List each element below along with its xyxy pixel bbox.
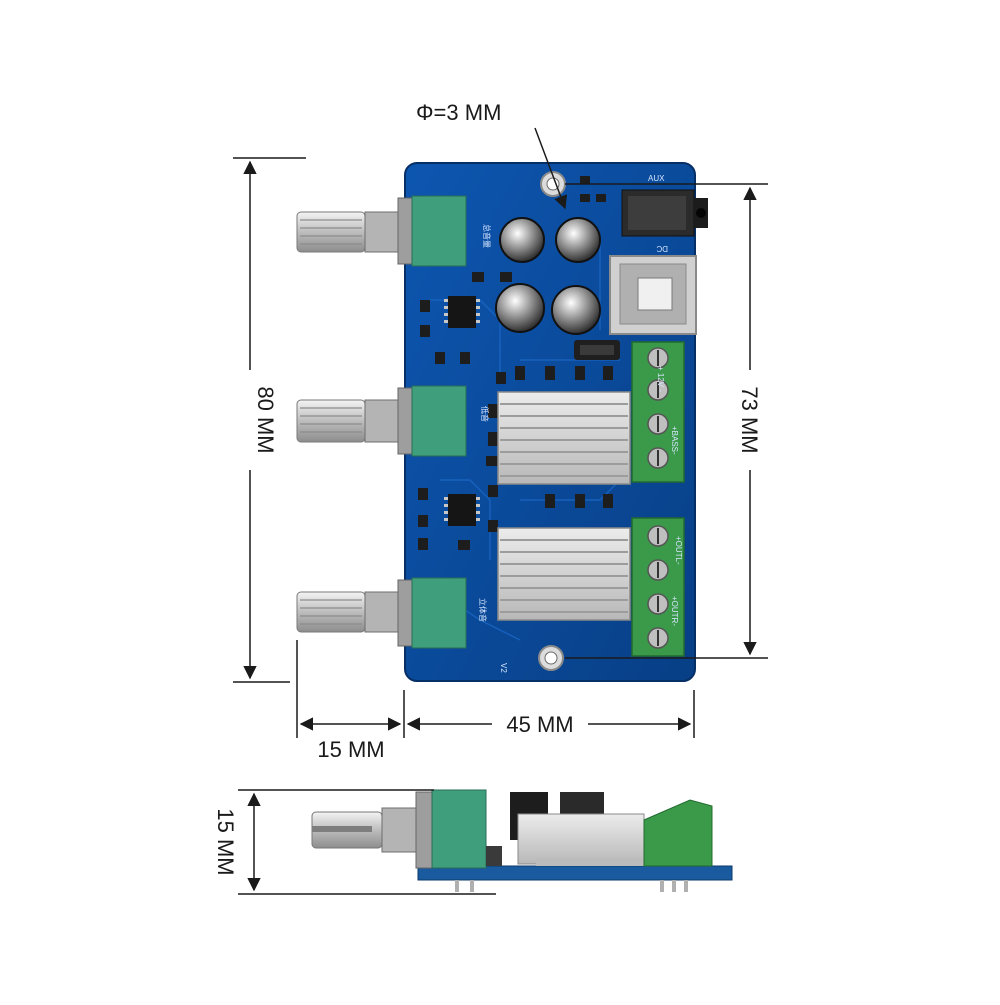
ic-chip-lower — [444, 494, 480, 526]
capacitor-2 — [555, 217, 601, 263]
silk-pot-bass: 低音 — [480, 406, 490, 422]
board-height-dimension — [233, 157, 306, 683]
terminal-block-power-bass — [631, 341, 685, 483]
heatsink-lower — [497, 527, 631, 621]
capacitor-3 — [495, 283, 545, 333]
profile-height-label: 15 MM — [213, 808, 238, 875]
mounting-hole-bottom — [538, 645, 564, 671]
hole-spacing-dimension — [565, 183, 768, 659]
potentiometer-stereo — [296, 577, 467, 649]
silk-bass: +BASS- — [670, 426, 679, 455]
potentiometer-volume — [296, 195, 467, 267]
silk-out-l: +OUTL- — [674, 536, 683, 565]
ic-chip-upper — [444, 296, 480, 328]
silk-out-r: +OUTR- — [670, 596, 679, 626]
side-profile-view — [311, 789, 733, 892]
width-extension-lines — [296, 640, 695, 738]
smd-components — [418, 176, 613, 550]
profile-height-dimension — [238, 789, 496, 895]
knob-length-label: 15 MM — [317, 737, 384, 762]
silk-pot-volume: 总音量 — [482, 224, 492, 248]
silk-dc: DC — [656, 244, 668, 253]
silk-version: V2 — [499, 663, 508, 673]
capacitor-1 — [499, 217, 545, 263]
capacitor-4 — [551, 285, 601, 335]
board-width-label: 45 MM — [506, 712, 573, 737]
potentiometer-bass — [296, 385, 467, 457]
hole-diameter-label: Φ=3 MM — [416, 100, 501, 125]
silk-power: + 12V - — [656, 366, 665, 392]
silk-pot-stereo: 立体音 — [478, 598, 488, 622]
board-height-label: 80 MM — [253, 386, 278, 453]
hole-spacing-label: 73 MM — [737, 386, 762, 453]
aux-jack — [621, 189, 708, 237]
jumper-block — [574, 340, 620, 360]
heatsink-upper — [497, 391, 631, 485]
terminal-block-outputs — [631, 517, 685, 657]
dc-jack — [609, 255, 697, 335]
silk-aux: AUX — [648, 174, 665, 183]
hole-diameter-callout — [534, 127, 568, 210]
